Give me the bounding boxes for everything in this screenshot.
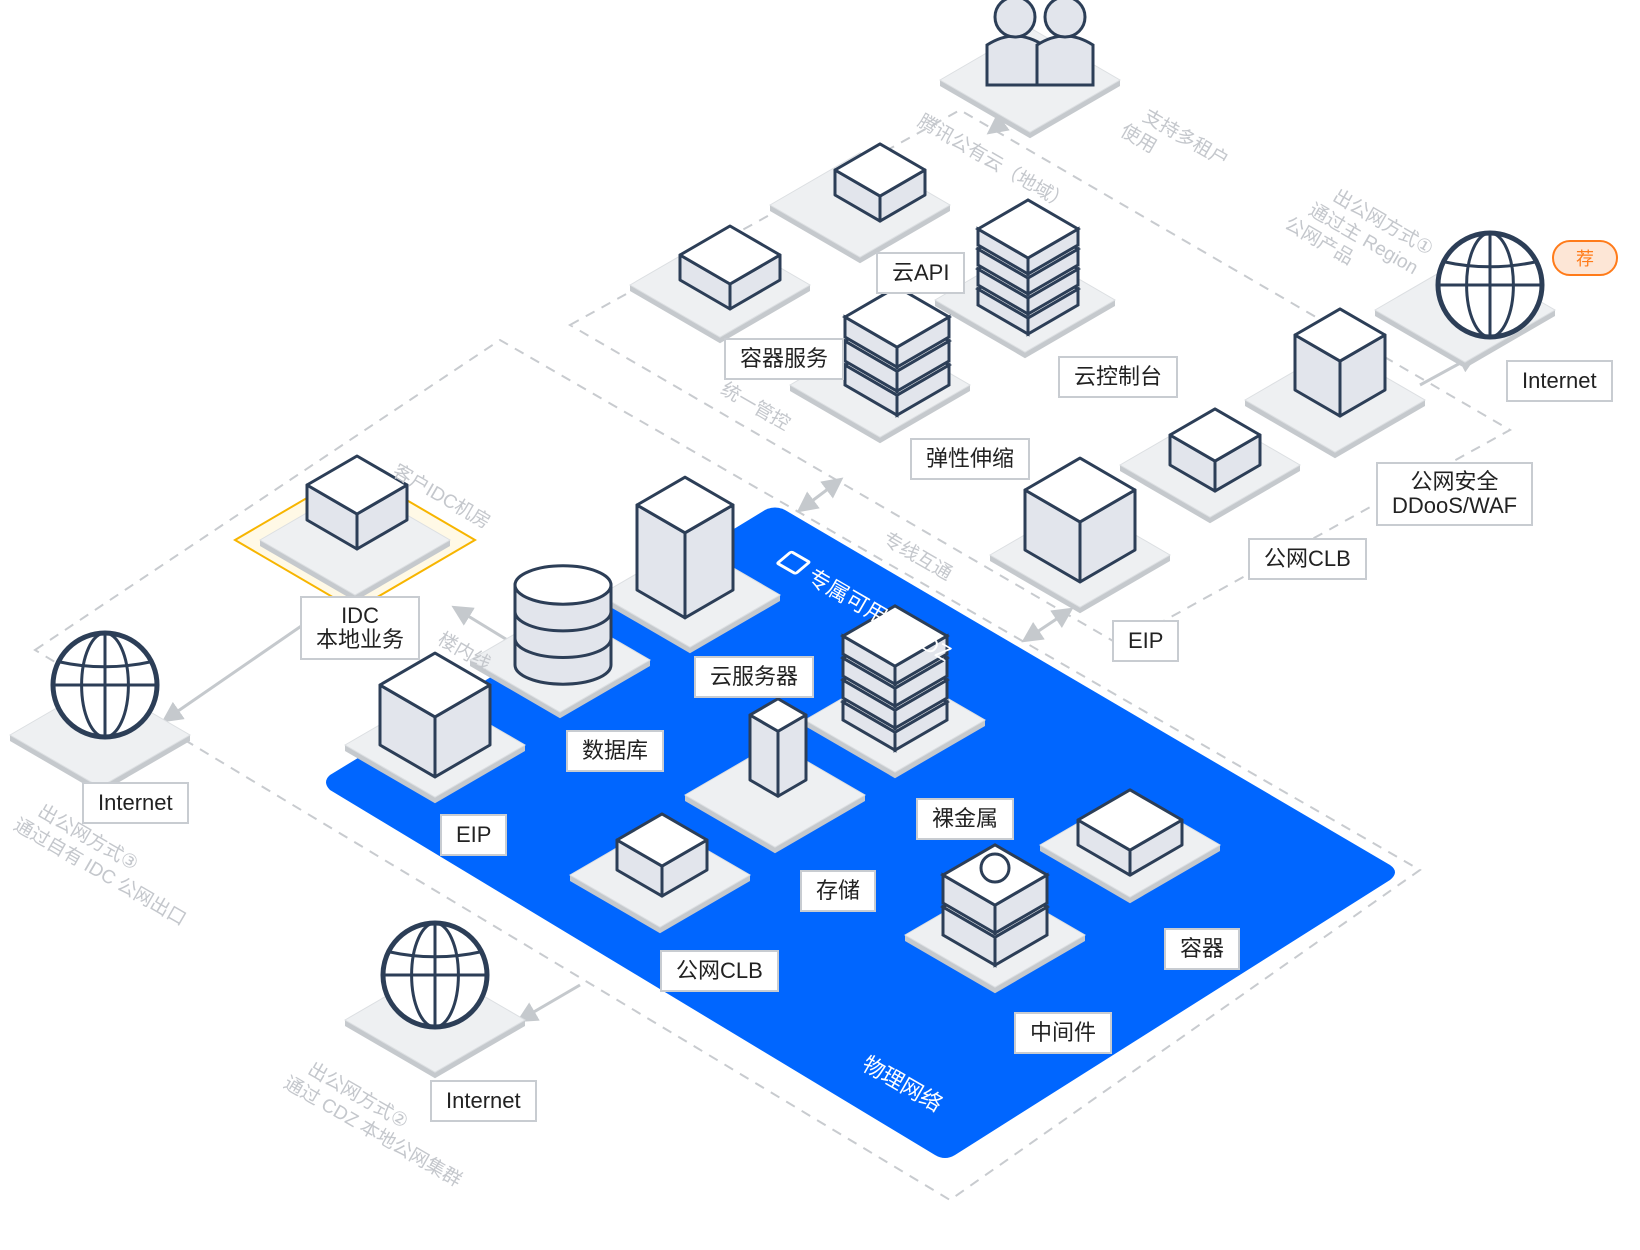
label-internet-1[interactable]: Internet bbox=[1506, 360, 1613, 402]
cdz-internet-arrow bbox=[516, 983, 581, 1023]
label-waf[interactable]: 公网安全 DDooS/WAF bbox=[1376, 462, 1534, 526]
container-service-icon bbox=[678, 224, 782, 311]
label-bare-metal[interactable]: 裸金属 bbox=[916, 798, 1015, 840]
label-eip-region[interactable]: EIP bbox=[1112, 620, 1180, 662]
waf-line1: 公网安全 bbox=[1410, 469, 1499, 494]
unified-control-arrow bbox=[796, 477, 844, 513]
database-icon bbox=[513, 564, 613, 686]
idc-line2: 本地业务 bbox=[316, 627, 405, 652]
container-icon bbox=[1076, 788, 1184, 877]
globe-icon-internet-1 bbox=[1435, 230, 1545, 340]
idc-internet-arrow bbox=[161, 618, 311, 723]
clb-region-icon bbox=[1168, 407, 1262, 493]
label-clb-region[interactable]: 公网CLB bbox=[1248, 538, 1367, 580]
storage-icon bbox=[748, 697, 808, 798]
label-auto-scaling[interactable]: 弹性伸缩 bbox=[910, 438, 1031, 480]
label-cvm[interactable]: 云服务器 bbox=[694, 656, 815, 698]
dedicated-line-arrow bbox=[1021, 607, 1074, 643]
label-container-service[interactable]: 容器服务 bbox=[724, 338, 845, 380]
idc-line1: IDC bbox=[341, 603, 379, 628]
middleware-orb-icon bbox=[979, 852, 1011, 884]
label-container[interactable]: 容器 bbox=[1164, 928, 1241, 970]
label-database[interactable]: 数据库 bbox=[566, 730, 665, 772]
scaling-icon bbox=[842, 285, 952, 418]
users-icon bbox=[985, 0, 1095, 87]
label-storage[interactable]: 存储 bbox=[800, 870, 877, 912]
label-cloud-console[interactable]: 云控制台 bbox=[1058, 356, 1179, 398]
globe-icon-internet-3 bbox=[50, 630, 160, 740]
label-internet-3[interactable]: Internet bbox=[82, 782, 189, 824]
globe-icon-internet-2 bbox=[380, 920, 490, 1030]
api-chip-icon bbox=[833, 142, 927, 223]
server-tower-icon bbox=[635, 475, 735, 620]
label-clb-cdz[interactable]: 公网CLB bbox=[660, 950, 779, 992]
label-middleware[interactable]: 中间件 bbox=[1014, 1012, 1113, 1054]
bare-metal-icon bbox=[840, 604, 950, 753]
label-idc[interactable]: IDC 本地业务 bbox=[300, 596, 421, 660]
eip-cdz-icon bbox=[378, 651, 492, 779]
server-stack-icon bbox=[975, 198, 1081, 337]
label-cloud-api[interactable]: 云API bbox=[876, 252, 966, 294]
firewall-icon bbox=[1293, 307, 1387, 418]
recommended-badge: 荐 bbox=[1552, 240, 1618, 276]
label-internet-2[interactable]: Internet bbox=[430, 1080, 537, 1122]
idc-building-icon bbox=[305, 454, 409, 551]
eip-region-icon bbox=[1023, 456, 1137, 584]
clb-cdz-icon bbox=[615, 812, 709, 898]
label-eip-cdz[interactable]: EIP bbox=[440, 814, 508, 856]
waf-line2: DDooS/WAF bbox=[1392, 493, 1518, 518]
onprem-region-outline bbox=[33, 338, 1422, 1202]
